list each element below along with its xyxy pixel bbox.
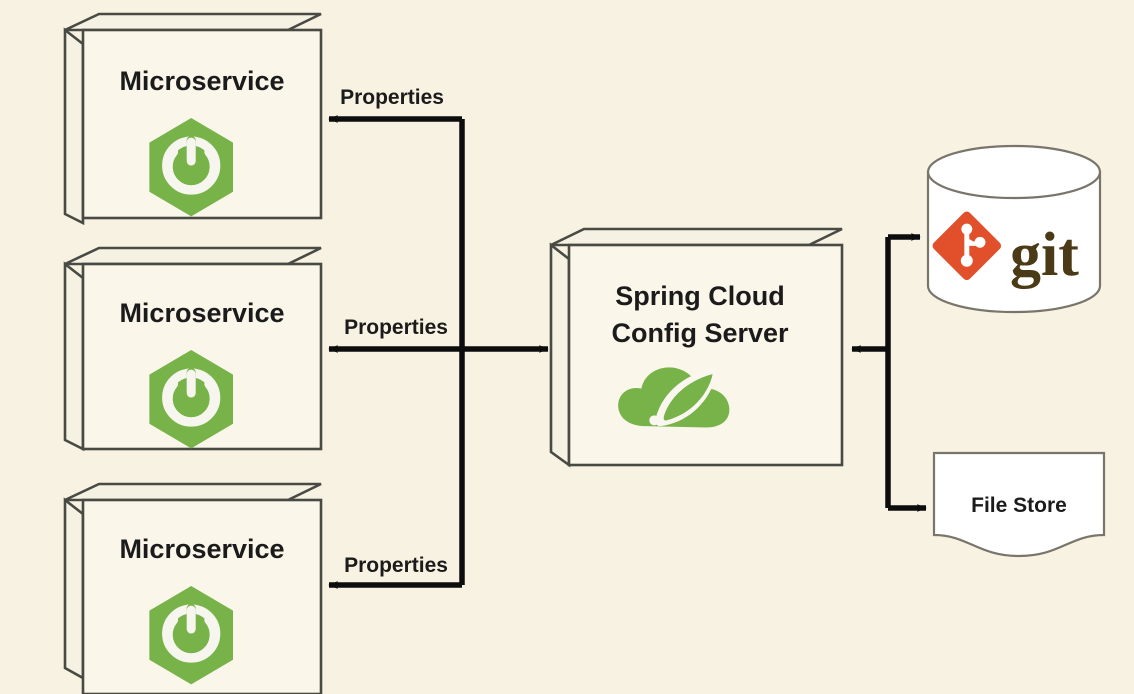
microservice-2-label: Microservice [119,298,284,328]
git-label: git [1010,221,1079,289]
file-store-node[interactable]: File Store [932,451,1106,558]
microservice-1-label: Microservice [119,66,284,96]
microservice-1-node[interactable]: Microservice [63,12,323,226]
edge-label-properties-3: Properties [344,554,448,577]
microservice-2-node[interactable]: Microservice [63,246,323,449]
microservice-3-node[interactable]: Microservice [63,482,323,694]
left-flow-edges [328,115,549,589]
git-repository-node[interactable]: git [926,144,1102,314]
file-store-label: File Store [971,494,1067,517]
edge-label-properties-2: Properties [344,316,448,339]
edge-label-properties-1: Properties [340,86,444,109]
config-server-label-line1: Spring Cloud [615,281,784,311]
right-flow-edges [851,233,927,512]
config-server-node[interactable]: Spring Cloud Config Server [549,227,844,468]
config-server-label-line2: Config Server [611,318,789,348]
microservice-3-label: Microservice [119,534,284,564]
